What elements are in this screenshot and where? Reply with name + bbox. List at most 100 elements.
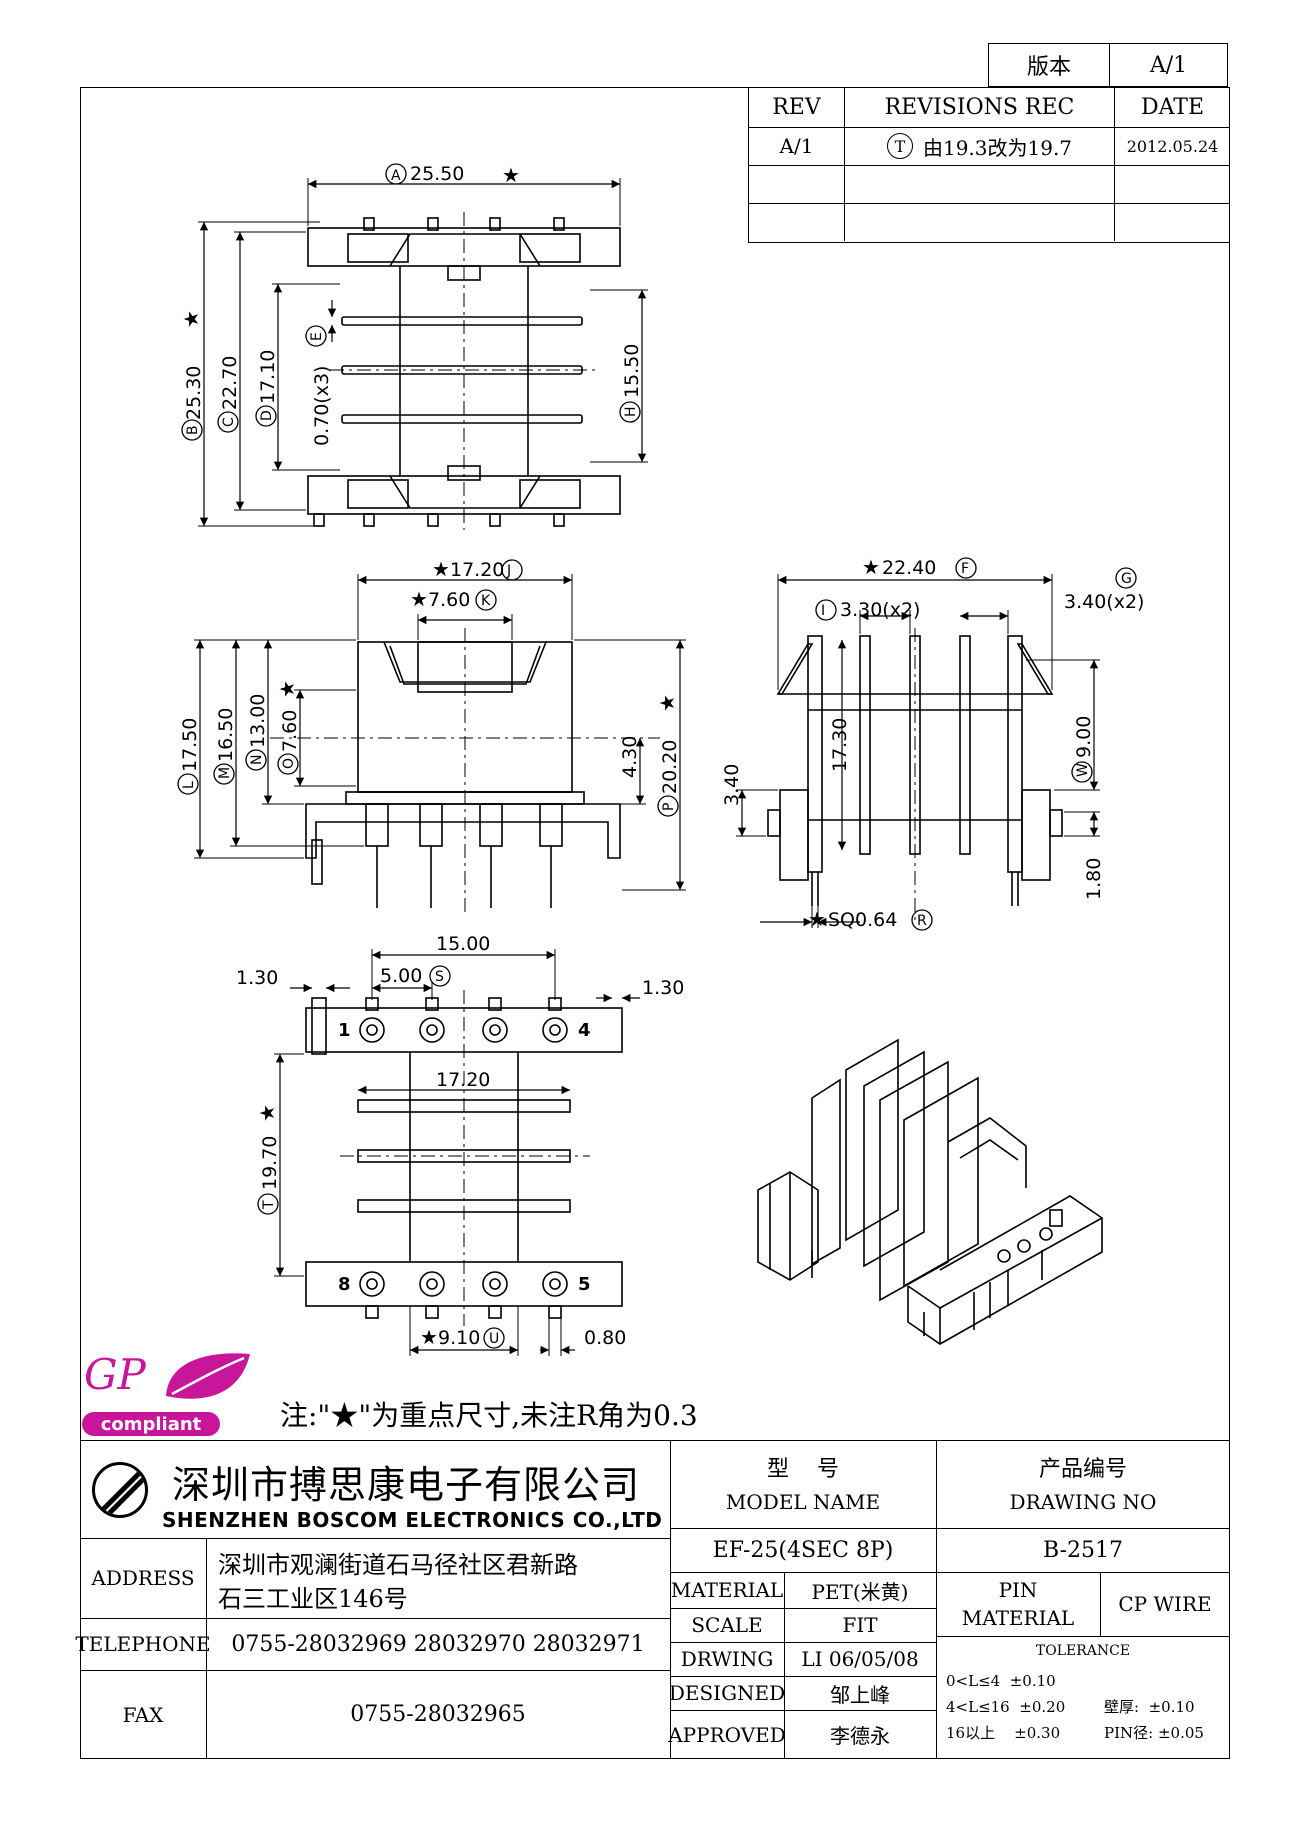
dim-p-id: P — [661, 803, 677, 811]
bottom-view — [274, 949, 640, 1356]
dim-t-id: T — [261, 1200, 277, 1210]
drawing-no-value: B-2517 — [1043, 1537, 1123, 1563]
address-value: 深圳市观澜街道石马径社区君新路 石三工业区146号 — [218, 1548, 578, 1616]
dim-1720-label: 17.20 — [436, 1069, 490, 1091]
revision-text: 由19.3改为19.7 — [922, 135, 1073, 160]
svg-text:★: ★ — [862, 555, 880, 579]
svg-text:★: ★ — [410, 587, 428, 611]
rule — [670, 1710, 936, 1711]
address-line-1: 深圳市观澜街道石马径社区君新路 — [218, 1551, 578, 1579]
designed-value: 邹上峰 — [830, 1682, 890, 1707]
dim-c-id: C — [221, 417, 237, 427]
dim-k-label: 7.60 — [428, 589, 470, 611]
dim-u-id: U — [489, 1331, 499, 1347]
rule — [670, 1608, 936, 1609]
version-value: A/1 — [1149, 52, 1188, 78]
svg-text:★: ★ — [179, 310, 203, 328]
specs-table: MATERIAL PET(米黄) SCALE FIT DRWING LI 06/… — [668, 1572, 936, 1759]
tolerance-row: 4<L≤16 ±0.20 — [946, 1698, 1066, 1716]
revision-rev: A/1 — [749, 127, 845, 165]
fax-value: 0755-28032965 — [350, 1702, 526, 1727]
tolerance-title: TOLERANCE — [1035, 1643, 1131, 1659]
dim-g-id: G — [1121, 571, 1132, 587]
dim-a-id: A — [391, 168, 401, 184]
pin-material-value: CP WIRE — [1118, 1592, 1212, 1616]
model-label: 型 号 MODEL NAME — [670, 1444, 936, 1528]
designed-label: DESIGNED — [668, 1681, 786, 1705]
rule — [670, 1440, 671, 1759]
dim-080-label: 0.80 — [584, 1327, 626, 1349]
dim-r-id: R — [917, 913, 927, 929]
telephone-label: TELEPHONE — [75, 1632, 211, 1656]
revision-text-cell: T 由19.3改为19.7 — [845, 127, 1115, 165]
rev-header: REV — [749, 87, 845, 127]
company-logo-icon — [92, 1462, 148, 1518]
telephone-value: 0755-28032969 28032970 28032971 — [231, 1631, 645, 1657]
pin-label-line2: MATERIAL — [961, 1606, 1075, 1630]
svg-text:★: ★ — [655, 694, 679, 712]
svg-text:★: ★ — [502, 163, 520, 187]
revision-date: 2012.05.24 — [1126, 136, 1219, 156]
dim-n-label: 13.00 — [247, 694, 269, 748]
address-line-2: 石三工业区146号 — [218, 1585, 408, 1613]
dim-340-label: 3.40 — [721, 764, 743, 806]
dim-1730-label: 17.30 — [829, 718, 851, 772]
dim-h-id: H — [623, 406, 639, 417]
technical-drawing: 25.50 A ★ 25.30 B ★ 22.70 C 17.10 D 0.70… — [177, 163, 1144, 1356]
address-label: ADDRESS — [91, 1566, 195, 1590]
tolerance-extra: 壁厚: ±0.10 PIN径: ±0.05 — [1104, 1694, 1204, 1746]
dim-n-id: N — [249, 755, 265, 765]
rule — [670, 1528, 1230, 1529]
rule — [670, 1572, 1230, 1573]
company-name-cn: 深圳市搏思康电子有限公司 — [172, 1463, 641, 1507]
dim-130-right-label: 1.30 — [642, 977, 684, 999]
dim-i-label: 3.30(x2) — [840, 599, 920, 621]
dim-e-id: E — [309, 332, 325, 341]
gp-compliant-logo: GP compliant — [80, 1348, 260, 1440]
svg-text:★: ★ — [432, 557, 450, 581]
dim-m-id: M — [217, 767, 233, 779]
dim-d-label: 17.10 — [257, 350, 279, 404]
dim-c-label: 22.70 — [219, 356, 241, 410]
date-header: DATE — [1140, 94, 1205, 120]
pin-material-label: PIN MATERIAL — [936, 1572, 1100, 1636]
leaf-icon — [166, 1353, 250, 1399]
wall-tolerance: 壁厚: ±0.10 — [1104, 1698, 1195, 1716]
dim-r-label: SQ0.64 — [828, 909, 897, 931]
revision-rev — [749, 203, 845, 241]
svg-text:★: ★ — [275, 680, 299, 698]
revision-row: A/1 T 由19.3改为19.7 2012.05.24 — [749, 127, 1230, 166]
tolerance-row: 16以上 ±0.30 — [946, 1724, 1061, 1742]
rule — [206, 1538, 207, 1759]
rule — [80, 1618, 670, 1619]
model-value: EF-25(4SEC 8P) — [712, 1537, 894, 1563]
svg-text:★: ★ — [808, 907, 826, 931]
top-view — [198, 178, 648, 530]
rule — [936, 1440, 937, 1759]
drawing-by-value: LI 06/05/08 — [801, 1647, 919, 1671]
rule — [670, 1642, 936, 1643]
model-label-en: MODEL NAME — [725, 1490, 881, 1514]
rule — [670, 1676, 936, 1677]
dim-t-label: 19.70 — [259, 1136, 281, 1190]
rule — [80, 1538, 670, 1539]
dim-l-id: L — [181, 781, 197, 789]
dim-s-id: S — [435, 969, 444, 985]
rule — [936, 1636, 1230, 1637]
drawing-no-label: 产品编号 DRAWING NO — [936, 1444, 1230, 1528]
pin-number: 4 — [578, 1020, 591, 1041]
pin-number: 5 — [578, 1274, 591, 1295]
pin-tolerance-block: PIN MATERIAL CP WIRE TOLERANCE 0<L≤4 ±0.… — [936, 1572, 1230, 1759]
revision-circle-mark: T — [886, 133, 913, 159]
side-view — [736, 574, 1100, 928]
compliant-badge: compliant — [82, 1412, 220, 1436]
scale-value: FIT — [842, 1613, 878, 1637]
pin-number: 8 — [338, 1274, 351, 1295]
drawing-frame — [80, 87, 1230, 1759]
revisions-header: REV REVISIONS REC DATE — [749, 87, 1230, 128]
rule — [1100, 1572, 1101, 1636]
rule — [80, 1670, 670, 1671]
material-label: MATERIAL — [670, 1578, 784, 1602]
dim-u-label: 9.10 — [438, 1327, 480, 1349]
pin-number: 1 — [338, 1020, 351, 1041]
